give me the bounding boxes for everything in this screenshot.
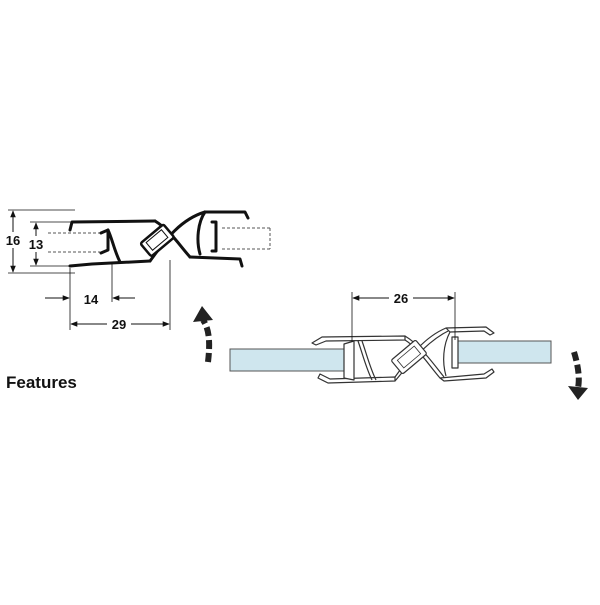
- seal-right-half: [439, 326, 495, 382]
- dim-label-16: 16: [6, 233, 20, 248]
- dimension-13: 13: [26, 221, 75, 267]
- dim-label-29: 29: [112, 317, 126, 332]
- glass-outline-left: [48, 232, 100, 253]
- glass-panel-right: [455, 340, 552, 364]
- curved-arrow-up-icon: [193, 306, 213, 363]
- magnet-block: [139, 223, 175, 257]
- dimension-14: 14: [45, 262, 135, 330]
- dim-label-26: 26: [394, 291, 408, 306]
- profile-cross-section: 16 13 14 29: [3, 209, 271, 332]
- glass-outline-right: [222, 227, 271, 250]
- features-heading: Features: [6, 373, 77, 392]
- glass-panel-left: [229, 348, 351, 372]
- assembled-cross-section: 26: [229, 289, 552, 384]
- dimension-29: 29: [70, 260, 171, 332]
- profile-right-half: [188, 210, 250, 268]
- dim-label-14: 14: [84, 292, 99, 307]
- dim-label-13: 13: [29, 237, 43, 252]
- curved-arrow-down-icon: [568, 351, 588, 400]
- seal-magnet-block: [391, 340, 427, 374]
- dimension-26: 26: [351, 289, 456, 342]
- dimension-16: 16: [3, 209, 75, 274]
